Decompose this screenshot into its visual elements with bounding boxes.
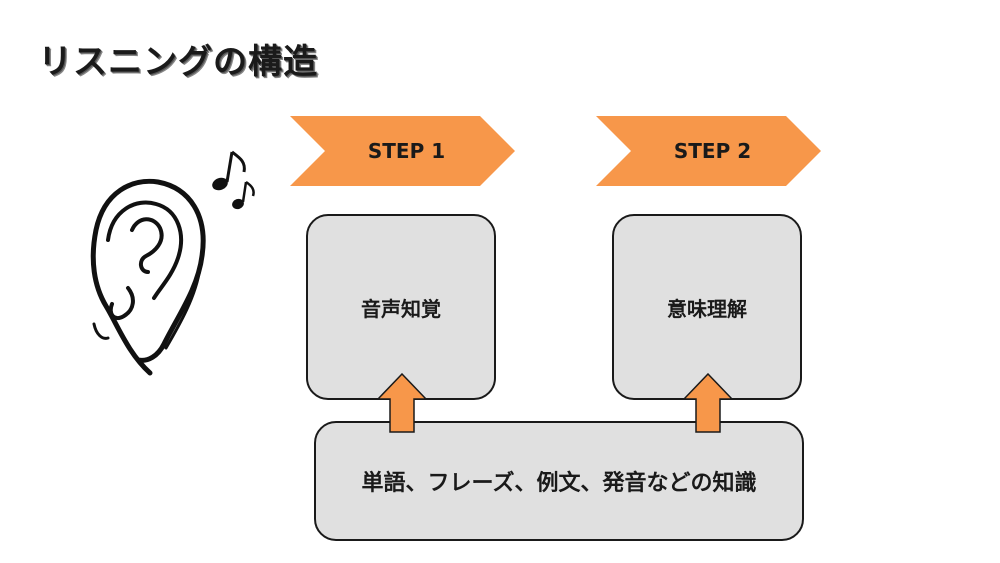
- music-note-icon: [212, 150, 255, 210]
- step-2-label: STEP 2: [673, 139, 752, 163]
- ear-icon: [90, 178, 206, 376]
- step-2-chevron: STEP 2: [596, 116, 821, 186]
- up-arrow-icon: [683, 373, 733, 433]
- step-1-label: STEP 1: [367, 139, 446, 163]
- up-arrow-icon: [377, 373, 427, 433]
- step-1-chevron: STEP 1: [290, 116, 515, 186]
- page-title: リスニングの構造: [38, 42, 318, 82]
- step-2-box: 意味理解: [612, 214, 802, 400]
- knowledge-box: 単語、フレーズ、例文、発音などの知識: [314, 421, 804, 541]
- chevron-shape: [290, 116, 515, 186]
- chevron-shape: [596, 116, 821, 186]
